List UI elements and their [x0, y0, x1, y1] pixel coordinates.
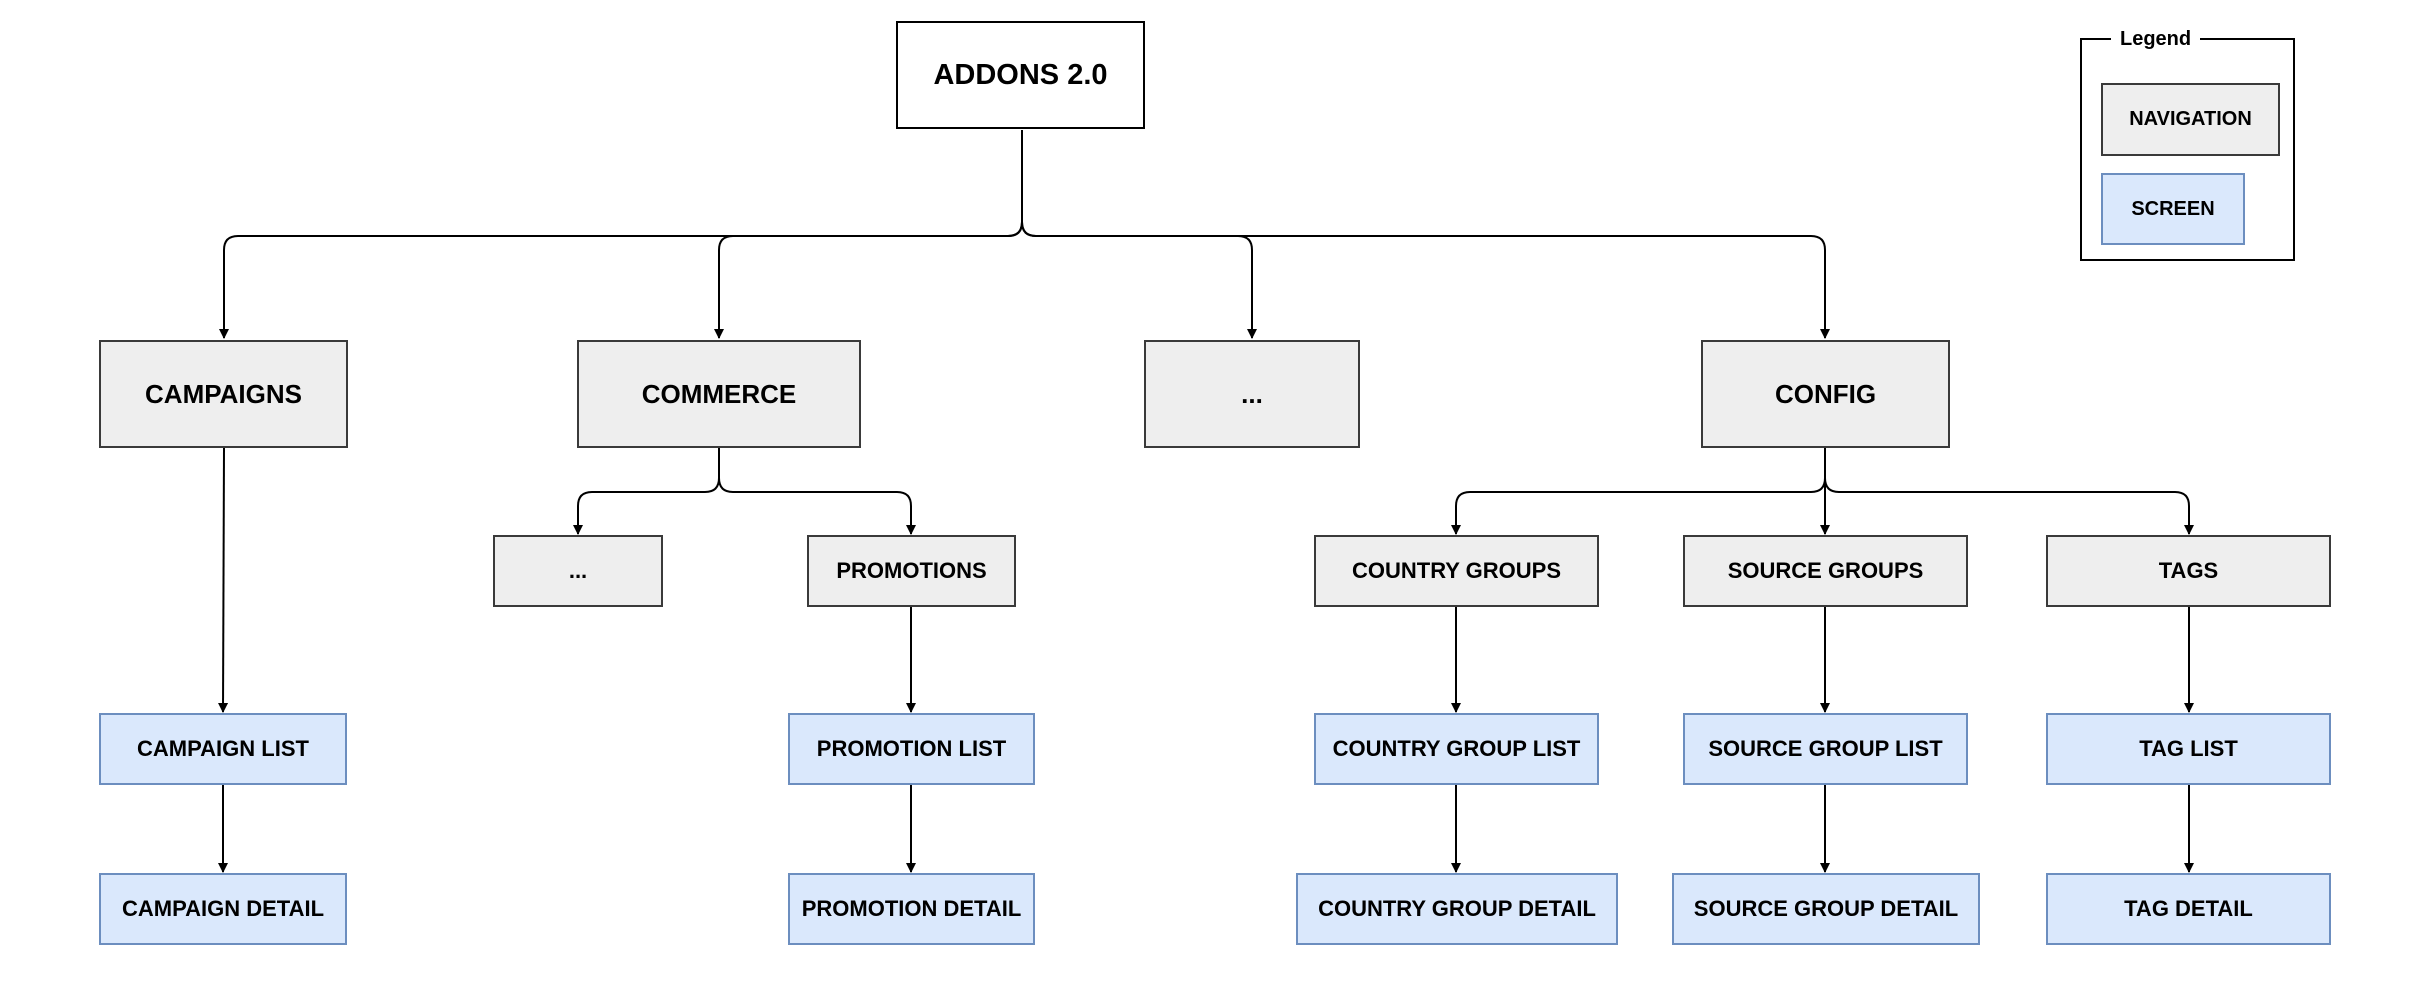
- tag-list-screen-label: TAG LIST: [2139, 736, 2238, 761]
- connector-root-to-campaigns: [219, 130, 1023, 339]
- connector-config-to-country-groups: [1451, 448, 1826, 535]
- source-group-list-screen-label: SOURCE GROUP LIST: [1708, 736, 1943, 761]
- legend-navigation-label: NAVIGATION: [2129, 108, 2252, 130]
- country-group-detail-screen-label: COUNTRY GROUP DETAIL: [1318, 896, 1596, 921]
- campaign-detail-screen[interactable]: CAMPAIGN DETAIL: [99, 873, 347, 945]
- tags-node[interactable]: TAGS: [2046, 535, 2331, 607]
- legend-screen-swatch: SCREEN: [2101, 173, 2245, 245]
- country-groups-node-label: COUNTRY GROUPS: [1351, 558, 1562, 583]
- source-group-list-screen[interactable]: SOURCE GROUP LIST: [1683, 713, 1968, 785]
- source-groups-node-label: SOURCE GROUPS: [1727, 558, 1924, 583]
- connector-root-to-commerce: [714, 130, 1023, 339]
- country-group-detail-screen[interactable]: COUNTRY GROUP DETAIL: [1296, 873, 1618, 945]
- campaign-list-screen[interactable]: CAMPAIGN LIST: [99, 713, 347, 785]
- config-node-label: CONFIG: [1774, 378, 1877, 409]
- connector-commerce-to-ellipsis: [573, 448, 720, 535]
- connector-root-to-ellipsis: [1021, 130, 1257, 339]
- campaign-list-screen-label: CAMPAIGN LIST: [137, 736, 309, 761]
- country-group-list-screen-label: COUNTRY GROUP LIST: [1332, 736, 1581, 761]
- config-node[interactable]: CONFIG: [1701, 340, 1950, 448]
- legend-navigation-swatch: NAVIGATION: [2101, 83, 2280, 156]
- connector-root-to-config: [1021, 130, 1830, 339]
- promotions-node[interactable]: PROMOTIONS: [807, 535, 1016, 607]
- connector-campaigns-to-campaign-list: [218, 447, 229, 713]
- source-group-detail-screen[interactable]: SOURCE GROUP DETAIL: [1672, 873, 1980, 945]
- campaigns-node-label: CAMPAIGNS: [145, 378, 302, 409]
- tag-detail-screen-label: TAG DETAIL: [2124, 896, 2253, 921]
- country-group-list-screen[interactable]: COUNTRY GROUP LIST: [1314, 713, 1599, 785]
- legend-title: Legend: [2111, 27, 2201, 51]
- tags-node-label: TAGS: [2158, 558, 2219, 583]
- source-groups-node[interactable]: SOURCE GROUPS: [1683, 535, 1968, 607]
- source-group-detail-screen-label: SOURCE GROUP DETAIL: [1693, 896, 1959, 921]
- tag-detail-screen[interactable]: TAG DETAIL: [2046, 873, 2331, 945]
- promotions-node-label: PROMOTIONS: [836, 558, 987, 583]
- promotion-detail-screen[interactable]: PROMOTION DETAIL: [788, 873, 1035, 945]
- commerce-node[interactable]: COMMERCE: [577, 340, 861, 448]
- commerce-ellipsis-node-label: ...: [568, 558, 588, 583]
- promotion-list-screen-label: PROMOTION LIST: [816, 736, 1007, 761]
- tag-list-screen[interactable]: TAG LIST: [2046, 713, 2331, 785]
- connector-commerce-to-promotions: [718, 448, 916, 535]
- ellipsis-section-node[interactable]: ...: [1144, 340, 1360, 448]
- commerce-node-label: COMMERCE: [641, 378, 797, 409]
- promotion-detail-screen-label: PROMOTION DETAIL: [801, 896, 1022, 921]
- legend-screen-label: SCREEN: [2131, 197, 2215, 220]
- connector-config-to-tags: [1824, 448, 2194, 535]
- root-node[interactable]: ADDONS 2.0: [896, 21, 1145, 129]
- ellipsis-section-node-label: ...: [1241, 378, 1263, 409]
- campaigns-node[interactable]: CAMPAIGNS: [99, 340, 348, 448]
- country-groups-node[interactable]: COUNTRY GROUPS: [1314, 535, 1599, 607]
- promotion-list-screen[interactable]: PROMOTION LIST: [788, 713, 1035, 785]
- commerce-ellipsis-node[interactable]: ...: [493, 535, 663, 607]
- root-node-label: ADDONS 2.0: [933, 58, 1108, 91]
- campaign-detail-screen-label: CAMPAIGN DETAIL: [121, 896, 325, 921]
